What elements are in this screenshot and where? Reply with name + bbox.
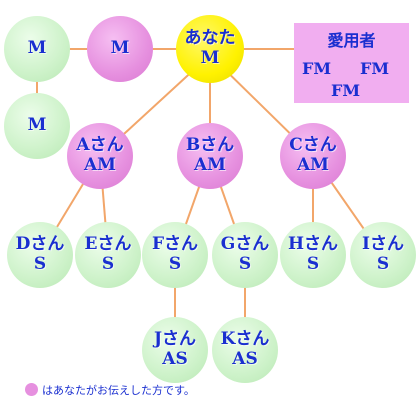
node-label: Iさん bbox=[362, 234, 404, 255]
customer-box: 愛用者 FM FM FM bbox=[294, 23, 409, 103]
legend-pink-dot bbox=[25, 383, 38, 396]
node-label: Cさん bbox=[289, 135, 337, 156]
node-label: Fさん bbox=[151, 234, 199, 255]
node-you: あなた M bbox=[176, 15, 244, 83]
node-rank: S bbox=[238, 254, 252, 274]
node-h: Hさん S bbox=[280, 222, 346, 288]
customer-fm: FM bbox=[331, 81, 361, 100]
legend-text: はあなたがお伝えした方です。 bbox=[42, 384, 195, 397]
customer-fm: FM bbox=[360, 59, 390, 78]
node-label: Aさん bbox=[76, 135, 124, 156]
node-rank: AM bbox=[193, 155, 226, 175]
node-label: Gさん bbox=[220, 234, 270, 255]
node-label: M bbox=[110, 38, 130, 59]
node-rank: AS bbox=[232, 349, 258, 369]
node-rank: AM bbox=[83, 155, 116, 175]
node-j: Jさん AS bbox=[142, 317, 208, 383]
node-label: Kさん bbox=[220, 329, 270, 350]
node-label: Hさん bbox=[287, 234, 339, 255]
node-label: あなた bbox=[184, 28, 236, 49]
node-label: Eさん bbox=[84, 234, 132, 255]
node-rank: S bbox=[376, 254, 390, 274]
node-rank: AM bbox=[296, 155, 329, 175]
node-d: Dさん S bbox=[7, 222, 73, 288]
node-label: M bbox=[27, 38, 47, 59]
node-rank: M bbox=[200, 48, 220, 68]
node-b: Bさん AM bbox=[177, 123, 243, 189]
node-a: Aさん AM bbox=[67, 123, 133, 189]
node-m-center: M bbox=[87, 16, 153, 82]
customer-box-title: 愛用者 bbox=[327, 31, 376, 50]
node-f: Fさん S bbox=[142, 222, 208, 288]
node-rank: S bbox=[306, 254, 320, 274]
node-i: Iさん S bbox=[350, 222, 416, 288]
customer-fm: FM bbox=[302, 59, 332, 78]
node-label: Bさん bbox=[185, 135, 235, 156]
node-label: M bbox=[27, 115, 47, 136]
node-k: Kさん AS bbox=[212, 317, 278, 383]
node-label: Dさん bbox=[15, 234, 65, 255]
node-rank: S bbox=[168, 254, 182, 274]
node-c: Cさん AM bbox=[280, 123, 346, 189]
node-rank: S bbox=[101, 254, 115, 274]
node-e: Eさん S bbox=[75, 222, 141, 288]
node-rank: AS bbox=[162, 349, 188, 369]
node-m-left: M bbox=[4, 16, 70, 82]
node-m-below: M bbox=[4, 93, 70, 159]
node-label: Jさん bbox=[153, 329, 197, 350]
node-g: Gさん S bbox=[212, 222, 278, 288]
node-rank: S bbox=[33, 254, 47, 274]
